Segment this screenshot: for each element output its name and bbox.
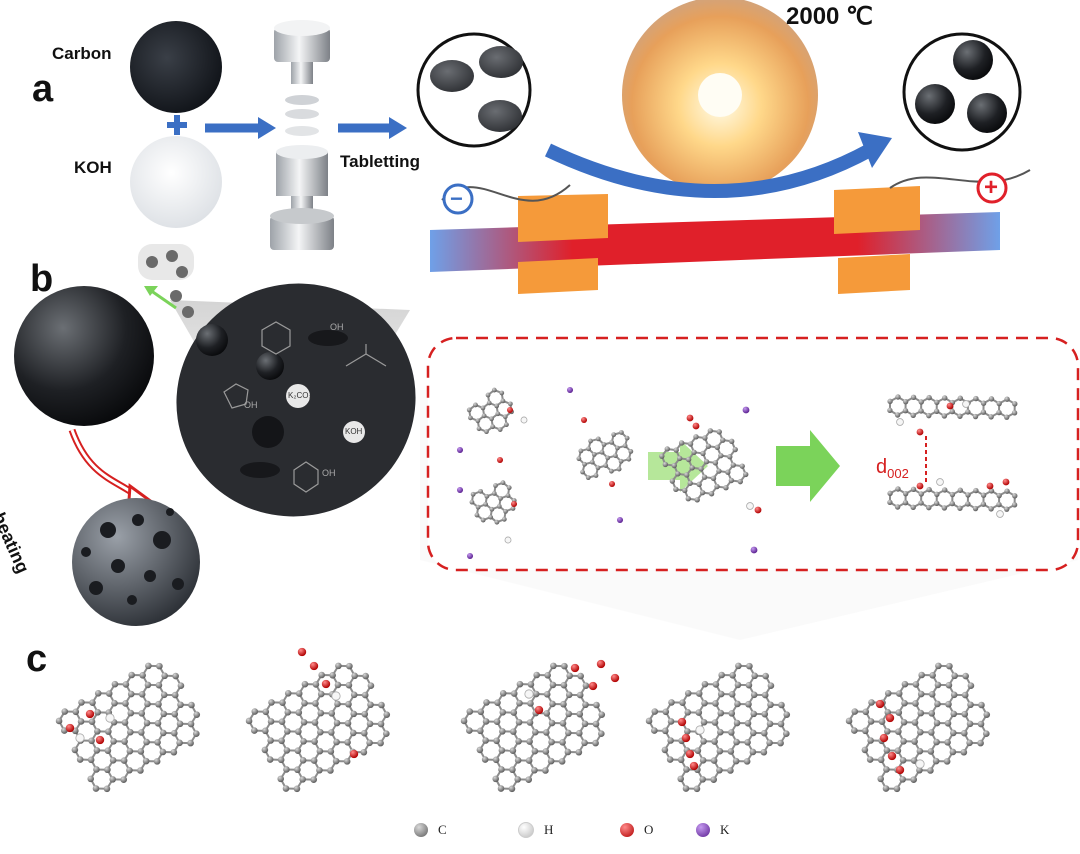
flash-core: [698, 73, 742, 117]
molecule-label-k2co3: K₂CO₃: [288, 391, 312, 400]
legend-item-potassium: K: [696, 822, 729, 838]
legend-item-carbon: C: [414, 822, 447, 838]
legend-label-c: C: [438, 822, 447, 838]
graphene-sheet-3: [461, 660, 619, 792]
graphene-sheet-1: [56, 663, 200, 792]
molecule-label-oh-1: OH: [330, 322, 344, 332]
hydrogen-atom-icon: [518, 822, 534, 838]
legend-label-k: K: [720, 822, 729, 838]
panel-a: [130, 0, 1030, 294]
legend-label-h: H: [544, 822, 553, 838]
carbon-label: Carbon: [52, 44, 112, 64]
mechanism-box: [428, 338, 1078, 570]
graphene-sheet-2: [246, 648, 390, 792]
molecule-label-koh: KOH: [345, 427, 362, 436]
potassium-vapor: [138, 244, 194, 318]
press-die: [270, 20, 334, 250]
molecule-label-oh-3: OH: [322, 468, 336, 478]
minus-sign: −: [450, 186, 463, 212]
d002-label: d002: [876, 456, 909, 481]
legend-label-o: O: [644, 822, 653, 838]
product-spheres-circle: [904, 34, 1020, 150]
graphene-sheet-5: [846, 663, 990, 792]
graphene-sheet-4: [646, 663, 790, 792]
plus-symbol: [167, 115, 187, 135]
d-symbol: d: [876, 456, 887, 478]
tablets-circle: [418, 34, 530, 146]
porous-carbon-sphere: [72, 498, 200, 626]
oxygen-atom-icon: [620, 823, 634, 837]
panel-b: [14, 244, 1078, 640]
carbon-atom-icon: [414, 823, 428, 837]
carbon-powder-disc: [130, 21, 222, 113]
plus-sign: +: [984, 174, 998, 202]
potassium-atom-icon: [696, 823, 710, 837]
koh-label: KOH: [74, 158, 112, 178]
legend-item-hydrogen: H: [518, 822, 553, 838]
tabletting-label: Tabletting: [340, 152, 420, 172]
legend-item-oxygen: O: [620, 822, 653, 838]
koh-powder-disc: [130, 136, 222, 228]
carbon-sphere: [14, 286, 154, 426]
pore-surface-disc: [144, 250, 449, 550]
molecule-label-oh-2: OH: [244, 400, 258, 410]
d-subscript: 002: [887, 466, 909, 481]
temperature-label: 2000 ℃: [786, 2, 873, 31]
